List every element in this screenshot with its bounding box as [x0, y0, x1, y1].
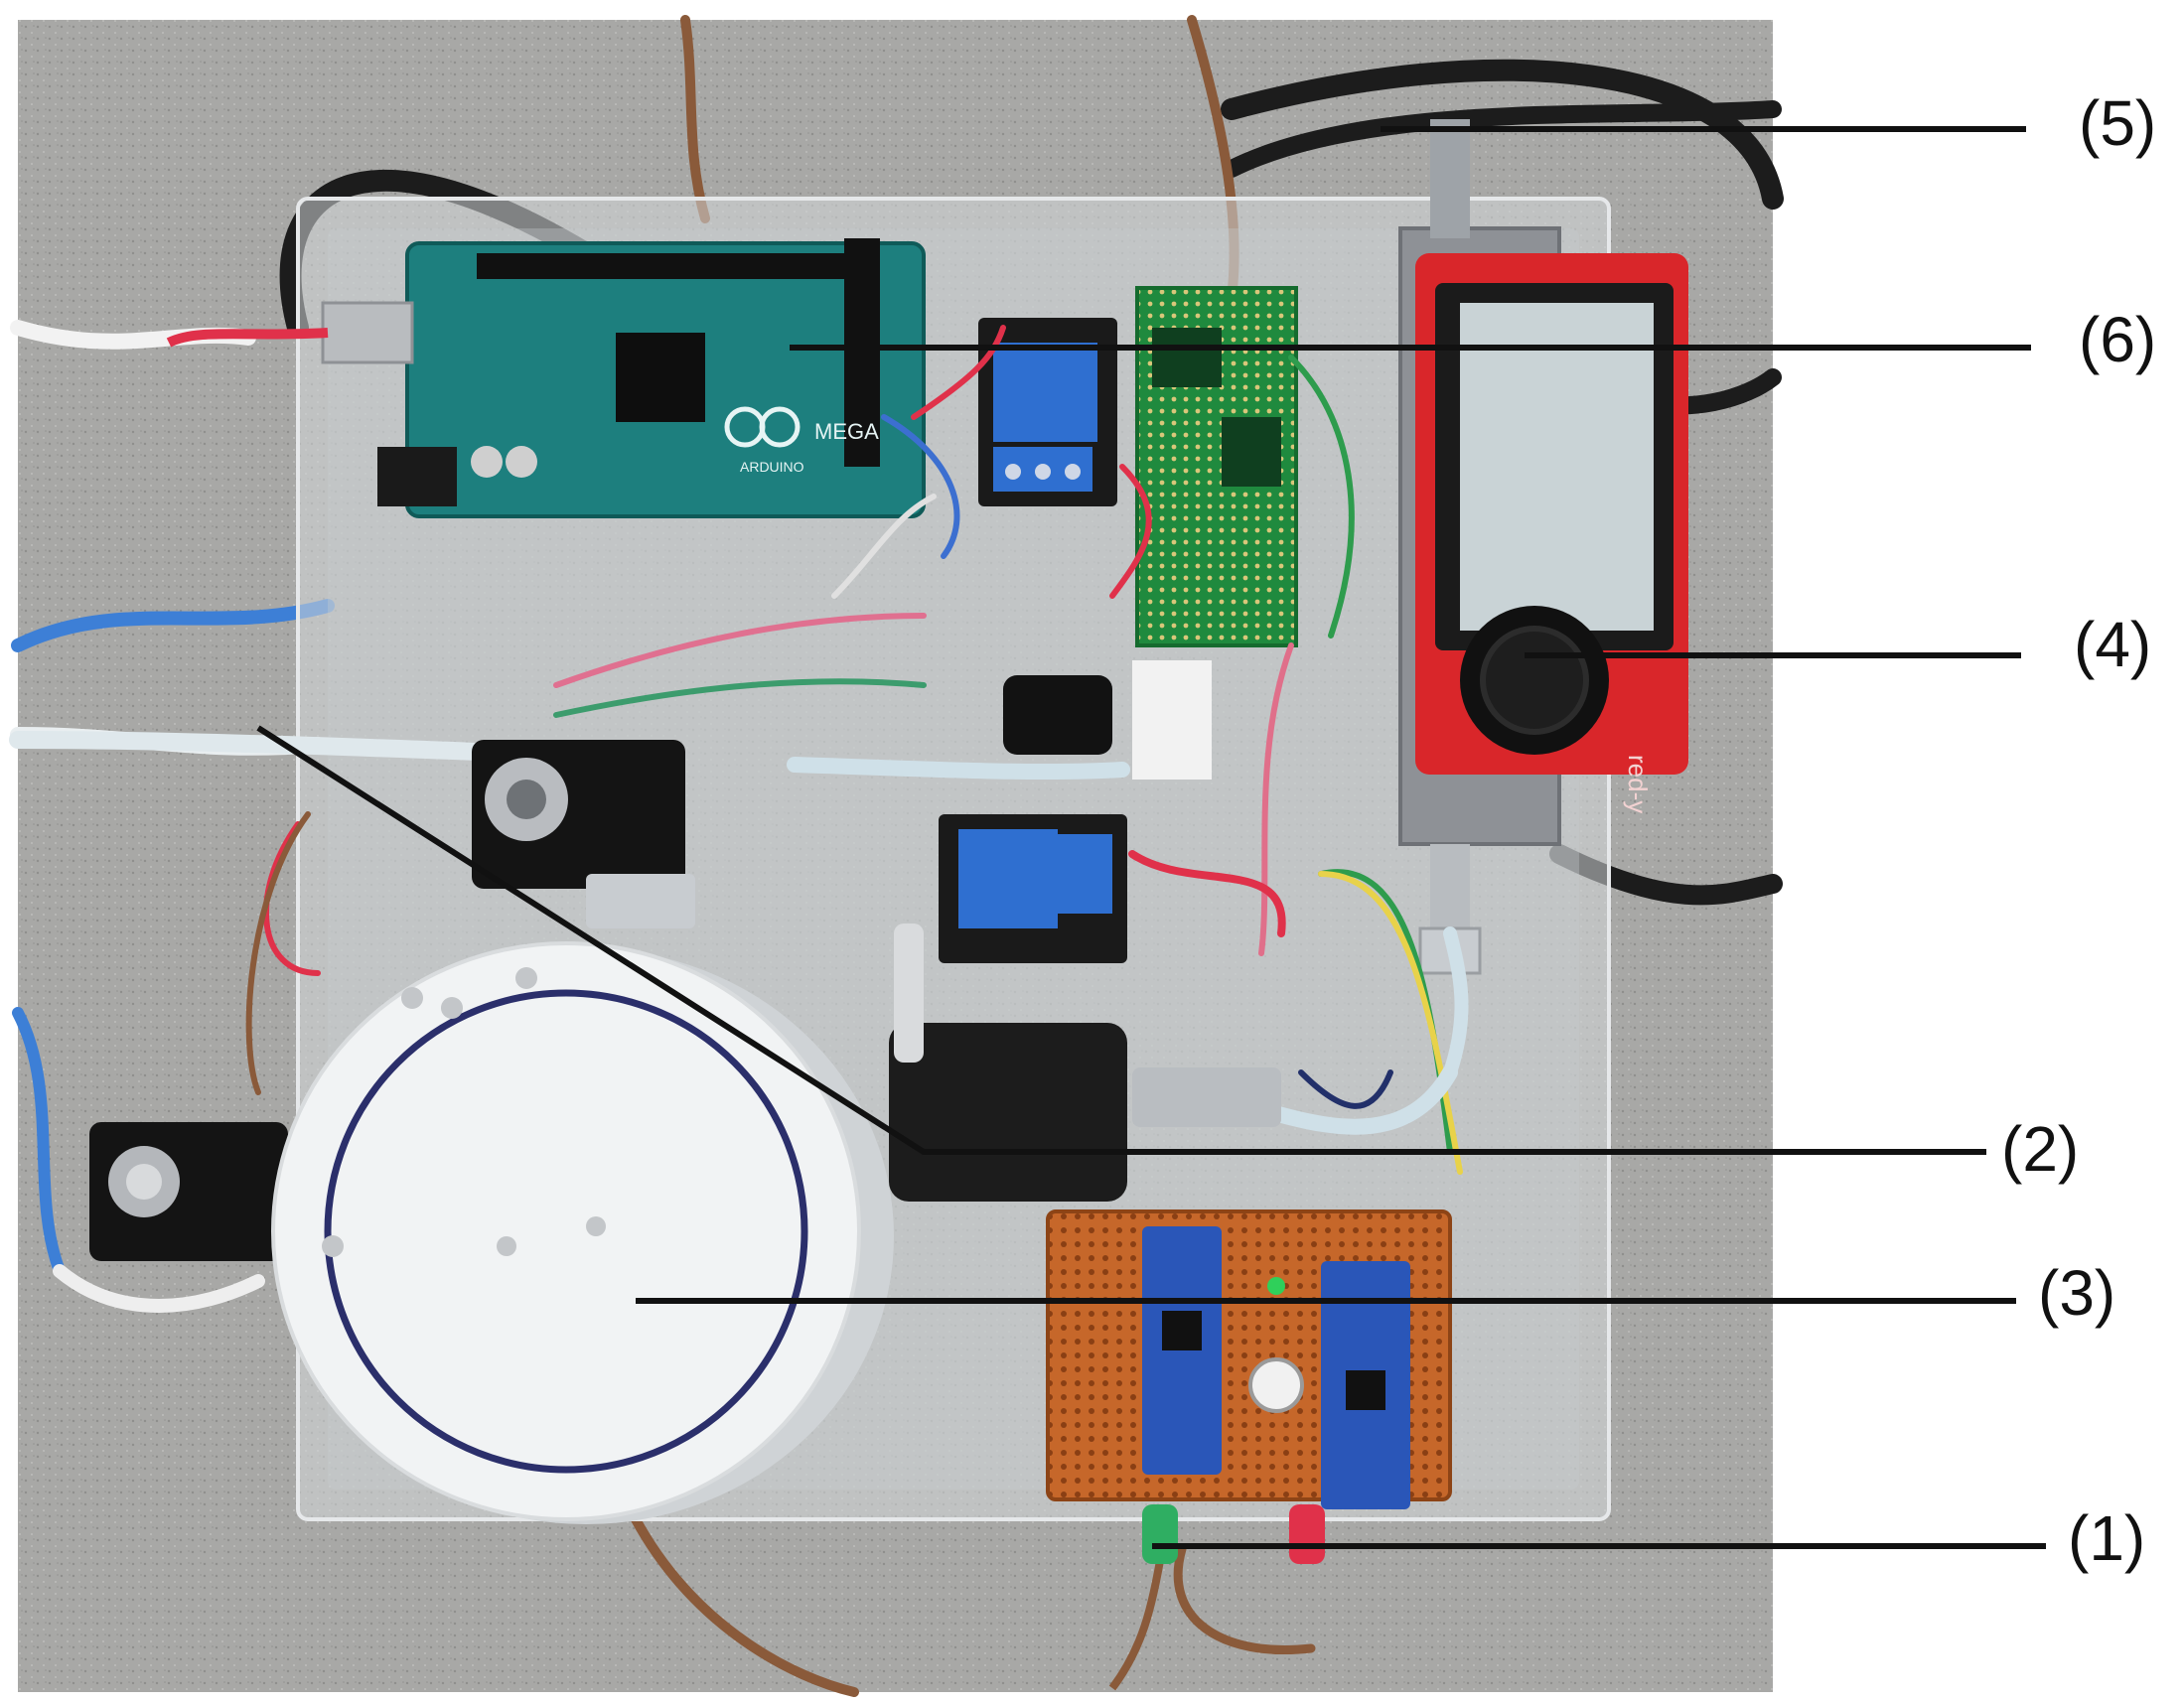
callout-label-6: (6)	[2079, 304, 2157, 375]
callout-label-1: (1)	[2068, 1502, 2146, 1574]
pressure-sensor	[1003, 675, 1112, 755]
callout-label-3: (3)	[2038, 1257, 2116, 1329]
arduino-brand-text: ARDUINO	[740, 459, 804, 475]
callout-label-4: (4)	[2074, 609, 2152, 680]
arduino-mega-board: MEGA ARDUINO	[321, 238, 926, 518]
wiring	[245, 325, 1463, 1175]
solenoid-valve-left	[89, 1122, 288, 1261]
solenoid-valve-middle	[472, 740, 695, 928]
callout-label-2: (2)	[2001, 1113, 2080, 1185]
test-chamber-cylinder	[271, 941, 894, 1524]
air-pump	[889, 924, 1281, 1202]
relay-module-lower	[939, 814, 1127, 963]
flow-meter: red-y	[1398, 119, 1688, 975]
callout-lines	[256, 126, 2046, 1549]
relay-module-top	[978, 318, 1117, 506]
arduino-logo-text: MEGA	[814, 419, 879, 444]
flow-meter-brand-text: red-y	[1623, 755, 1653, 813]
callout-line-2	[256, 725, 1986, 1155]
callout-label-5: (5)	[2079, 87, 2157, 159]
orange-perfboard	[1046, 1209, 1452, 1509]
